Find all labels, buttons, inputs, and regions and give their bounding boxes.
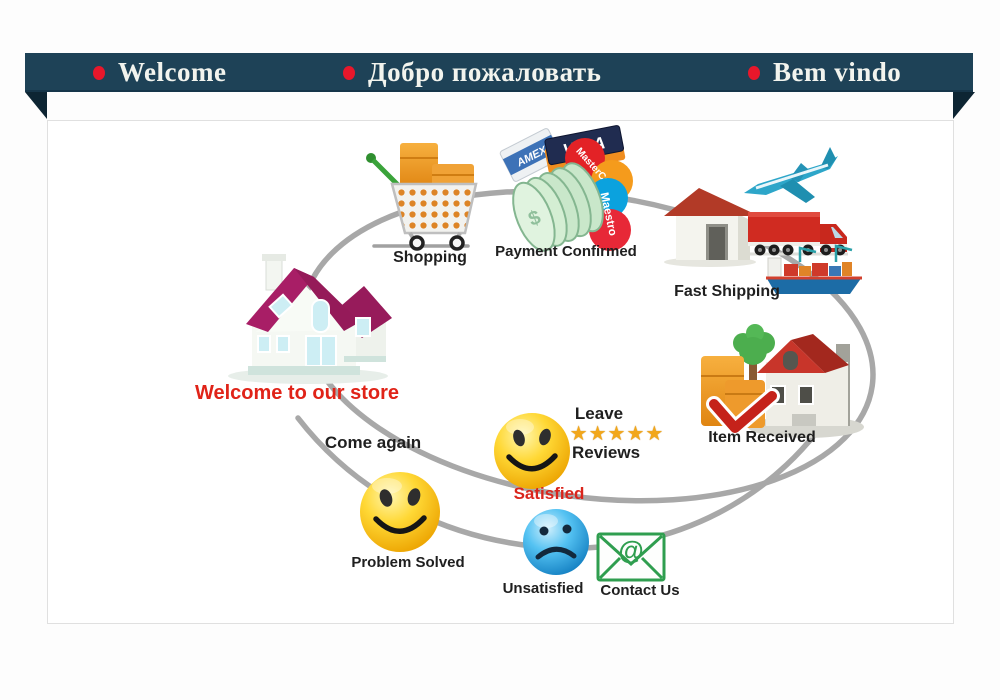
welcome-banner: Welcome Добро пожаловать Bem vindo (25, 53, 973, 92)
bullet-icon (748, 65, 760, 80)
truck-icon (748, 212, 848, 256)
tree-icon (733, 324, 775, 392)
payment-icons: AMEX VISA MasterCard Maestro (499, 125, 633, 252)
label-shopping: Shopping (393, 249, 467, 266)
at-symbol-icon: @ (618, 535, 643, 565)
email-envelope-icon: @ (596, 532, 666, 582)
label-problem-solved: Problem Solved (351, 554, 465, 571)
red-checkmark-icon (709, 391, 777, 433)
coin-stack-icon: $ (512, 162, 604, 252)
cargo-ship-icon (766, 244, 862, 294)
problem-solved-smiley-icon (360, 472, 440, 552)
banner-item-portuguese: Bem vindo (748, 53, 901, 92)
bullet-icon (93, 65, 105, 80)
shopping-cart-icon (366, 143, 478, 251)
label-payment-confirmed: Payment Confirmed (495, 243, 637, 260)
banner-item-russian: Добро пожаловать (343, 53, 601, 92)
label-welcome-store: Welcome to our store (194, 382, 400, 404)
banner-fold-right (953, 92, 975, 119)
package-check-icon (701, 356, 780, 436)
airplane-icon (744, 147, 838, 203)
delivered-house-icon (757, 334, 850, 426)
satisfied-smiley-icon (494, 413, 570, 489)
banner-text-russian: Добро пожаловать (368, 57, 602, 87)
banner-fold-left (25, 92, 47, 119)
unsatisfied-sad-face-icon (523, 509, 589, 575)
warehouse-icon (664, 188, 759, 267)
label-item-received: Item Received (708, 429, 816, 446)
label-reviews: Reviews (571, 443, 641, 462)
bullet-icon (343, 65, 355, 80)
banner-text-welcome: Welcome (118, 57, 227, 87)
label-unsatisfied: Unsatisfied (502, 580, 584, 597)
label-fast-shipping: Fast Shipping (674, 283, 780, 300)
label-leave: Leave (574, 404, 624, 423)
item-received-icons (701, 324, 864, 438)
store-house-icon (228, 254, 392, 384)
fast-shipping-icons (664, 147, 862, 294)
label-contact-us: Contact Us (600, 582, 680, 599)
banner-text-portuguese: Bem vindo (773, 57, 902, 87)
label-satisfied: Satisfied (513, 484, 585, 503)
five-stars-icon: ★★★★★ (569, 423, 665, 445)
banner-item-welcome: Welcome (93, 53, 226, 92)
label-come-again: Come again (324, 433, 422, 452)
